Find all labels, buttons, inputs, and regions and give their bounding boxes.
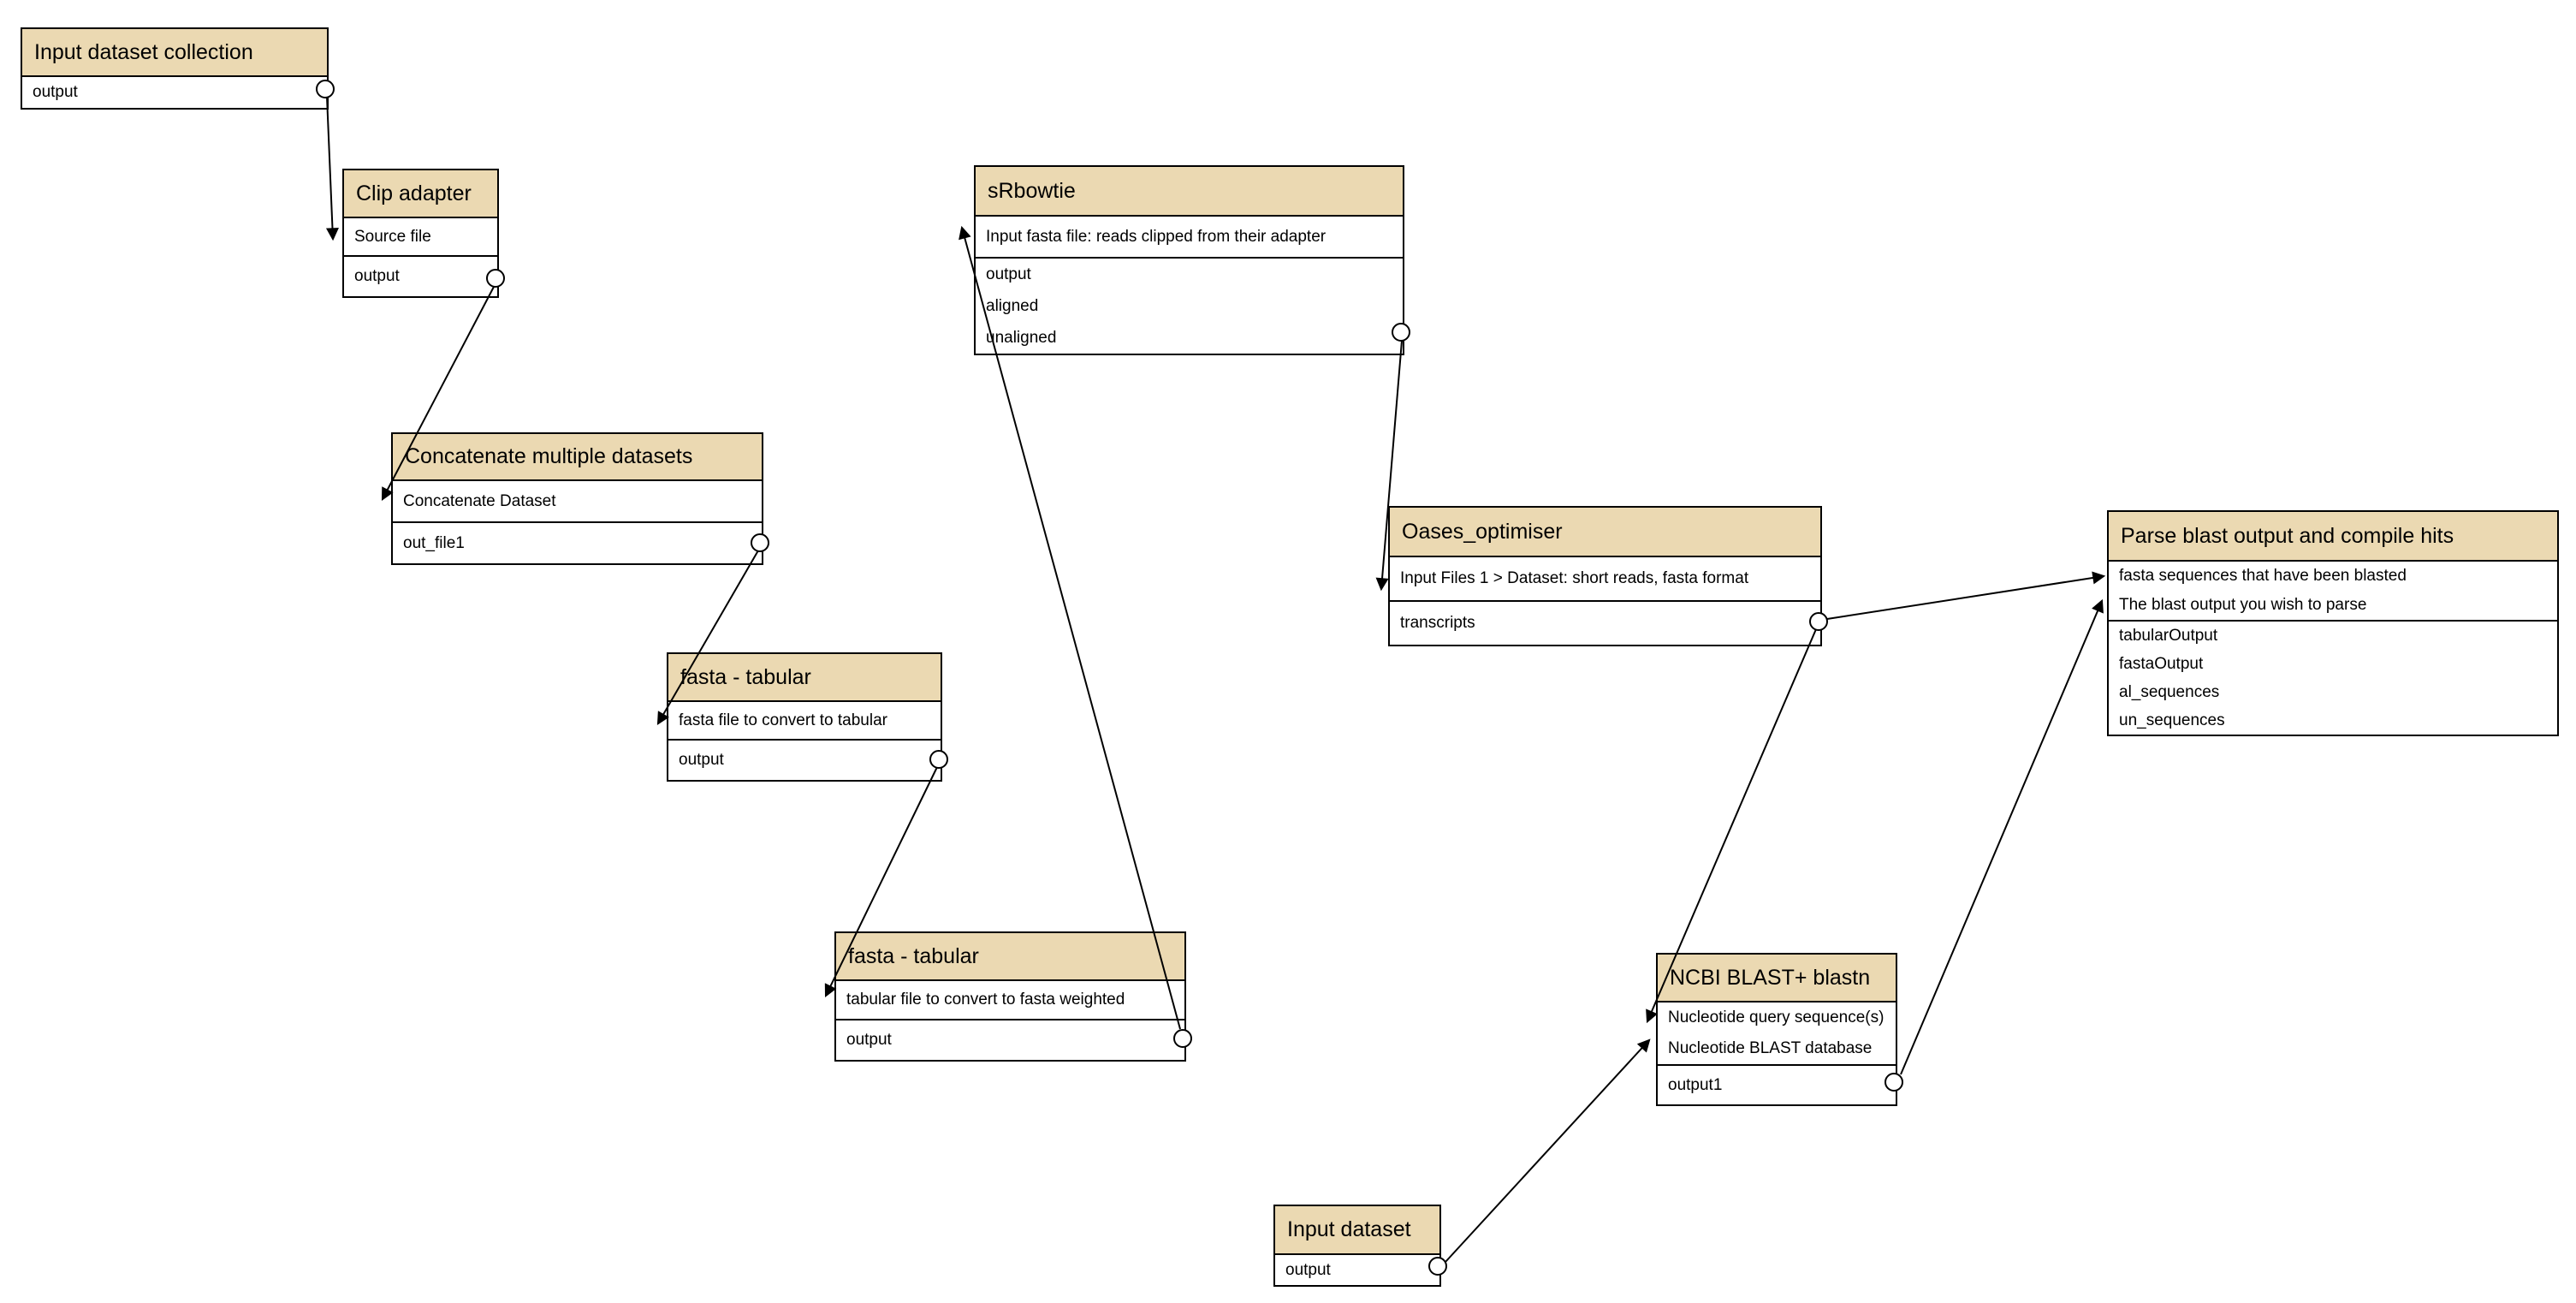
output-terminal-label: output — [679, 751, 724, 769]
input-terminal-label: tabular file to convert to fasta weighte… — [846, 991, 1125, 1008]
node-input-dataset[interactable]: Input dataset output — [1273, 1205, 1441, 1287]
output-terminal-label: output — [1285, 1261, 1331, 1279]
connection-oases-transcripts-to-parse-blast[interactable] — [1826, 571, 2106, 620]
node-title: Clip adapter — [344, 170, 497, 217]
node-title: Input dataset — [1275, 1206, 1439, 1253]
output-terminal-label: transcripts — [1400, 614, 1475, 632]
node-title: sRbowtie — [976, 167, 1403, 215]
input-terminal-label: Source file — [354, 228, 431, 246]
input-terminal-label: fasta sequences that have been blasted — [2119, 567, 2407, 585]
input-terminal-label: fasta file to convert to tabular — [679, 711, 887, 729]
output-terminal-label: unaligned — [986, 329, 1057, 347]
node-title: NCBI BLAST+ blastn — [1658, 955, 1896, 1001]
output-terminal-label: output — [33, 83, 78, 101]
node-srbowtie[interactable]: sRbowtie Input fasta file: reads clipped… — [974, 165, 1404, 355]
output-terminal-label: un_sequences — [2119, 711, 2225, 729]
input-terminal-label: Input Files 1 > Dataset: short reads, fa… — [1400, 569, 1749, 587]
input-terminal-label: Nucleotide BLAST database — [1668, 1039, 1873, 1057]
output-terminal-label: output1 — [1668, 1076, 1723, 1094]
output-terminal-label: fastaOutput — [2119, 655, 2204, 673]
node-title: Oases_optimiser — [1390, 508, 1820, 556]
input-terminal-label: Concatenate Dataset — [403, 492, 556, 510]
node-ncbi-blast-blastn[interactable]: NCBI BLAST+ blastn Nucleotide query sequ… — [1656, 953, 1897, 1106]
output-terminal-label: al_sequences — [2119, 683, 2220, 701]
node-title: fasta - tabular — [668, 654, 941, 700]
node-fasta-tabular-1[interactable]: fasta - tabular fasta file to convert to… — [667, 652, 942, 782]
node-fasta-tabular-2[interactable]: fasta - tabular tabular file to convert … — [834, 931, 1186, 1062]
output-terminal-label: aligned — [986, 297, 1039, 315]
connection-input-dataset-collection-to-clip-adapter[interactable] — [325, 96, 339, 241]
output-terminal-label: output — [354, 267, 400, 285]
connection-ncbi-blastn-to-parse-blast[interactable] — [1900, 598, 2104, 1075]
node-parse-blast-output[interactable]: Parse blast output and compile hits fast… — [2107, 510, 2559, 736]
node-title: Concatenate multiple datasets — [393, 434, 762, 479]
output-terminal-label: tabularOutput — [2119, 627, 2218, 645]
connection-input-dataset-to-ncbi-blastn[interactable] — [1445, 1038, 1651, 1263]
output-terminal-label: out_file1 — [403, 534, 465, 552]
input-terminal-label: Nucleotide query sequence(s) — [1668, 1008, 1885, 1026]
input-terminal-label: The blast output you wish to parse — [2119, 596, 2367, 614]
input-terminal-label: Input fasta file: reads clipped from the… — [986, 228, 1327, 246]
node-input-dataset-collection[interactable]: Input dataset collection output — [21, 27, 329, 110]
node-concatenate-multiple-datasets[interactable]: Concatenate multiple datasets Concatenat… — [391, 432, 763, 565]
node-clip-adapter[interactable]: Clip adapter Source file output — [342, 169, 499, 298]
node-title: fasta - tabular — [836, 933, 1184, 979]
node-oases-optimiser[interactable]: Oases_optimiser Input Files 1 > Dataset:… — [1388, 506, 1822, 646]
output-terminal-label: output — [986, 265, 1031, 283]
output-terminal-label: output — [846, 1031, 892, 1049]
node-title: Parse blast output and compile hits — [2109, 512, 2557, 560]
node-title: Input dataset collection — [22, 29, 327, 75]
